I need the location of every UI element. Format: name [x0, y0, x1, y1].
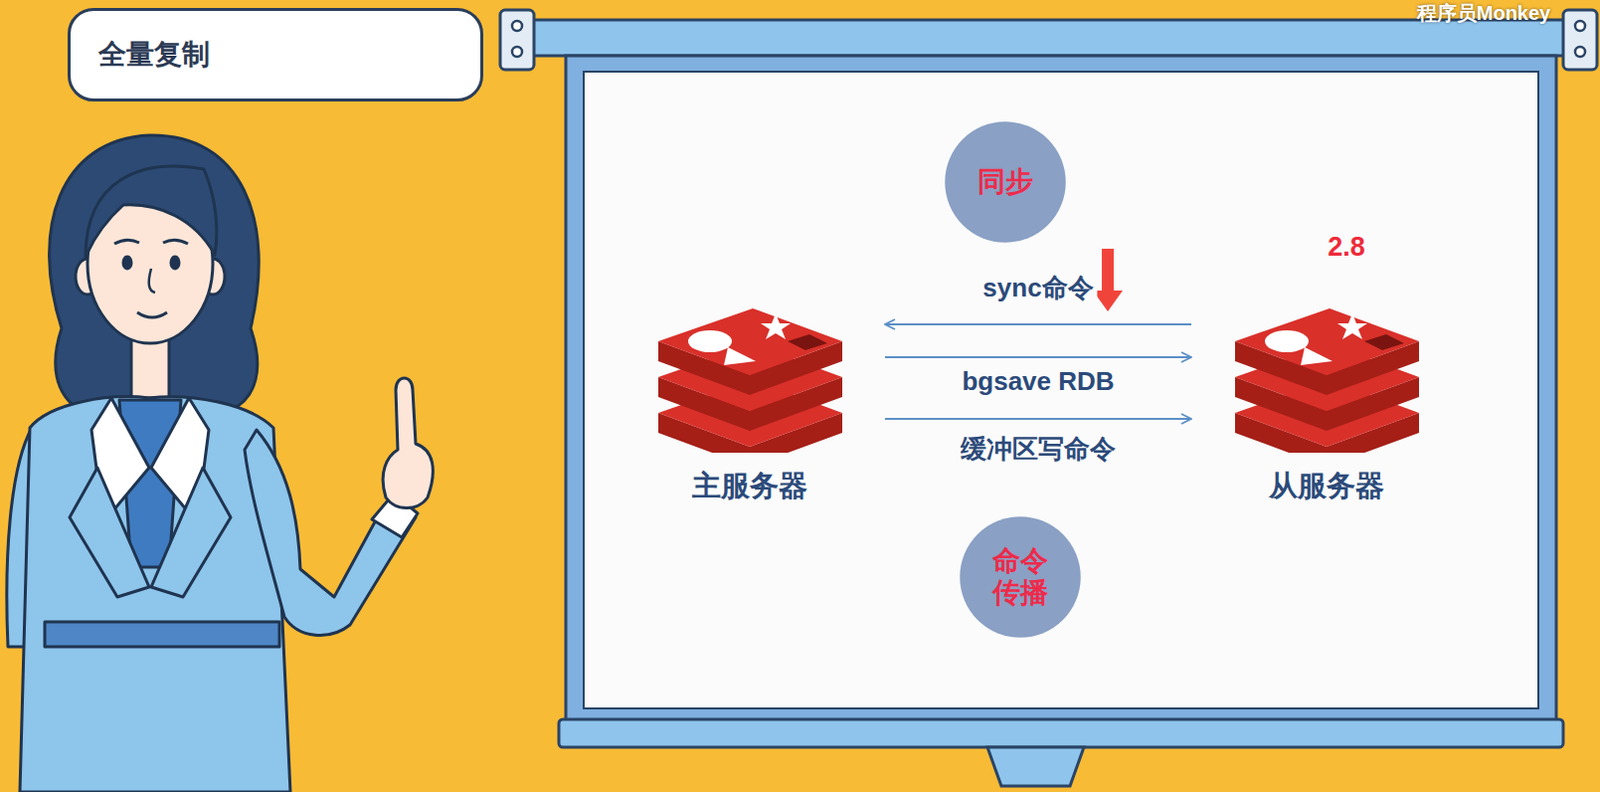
woman-illustration-part: [44, 621, 280, 647]
projector-part: [558, 718, 1564, 747]
redis-circle: [1264, 330, 1309, 353]
projector-part: [1563, 9, 1598, 70]
woman-illustration-part: [69, 467, 150, 597]
edge-label: 缓冲区写命令: [956, 431, 1120, 467]
edge-label: sync命令: [978, 270, 1097, 306]
server-label: 主服务器: [692, 466, 808, 507]
woman-illustration-part: [382, 377, 433, 509]
woman-illustration-part: [123, 256, 132, 269]
phase-circle: 命令传播: [958, 515, 1082, 639]
redis-circle: [688, 330, 732, 353]
woman-illustration-part: [149, 268, 156, 293]
redis-server-node: 主服务器: [635, 298, 865, 515]
redis-star: [1337, 313, 1368, 340]
title-box: 全量复制: [67, 7, 484, 102]
woman-illustration-part: [114, 239, 140, 244]
woman-illustration: [6, 135, 434, 792]
woman-illustration-part: [85, 166, 217, 257]
redis-layer-top: [1235, 308, 1420, 375]
redis-triangle: [723, 347, 756, 365]
replication-arrow: [885, 323, 1192, 326]
version-number: 2.8: [1327, 231, 1366, 263]
redis-layer-top: [658, 308, 843, 375]
circle-label: 同步: [977, 166, 1034, 198]
projector-part: [500, 9, 534, 70]
circle-fill: [944, 121, 1067, 243]
replication-arrow: [885, 417, 1192, 420]
server-label: 从服务器: [1268, 466, 1385, 507]
projector-part: [565, 55, 1557, 729]
redis-square: [787, 334, 828, 351]
projector-part: [1575, 46, 1586, 57]
projector-part: [512, 20, 523, 31]
redis-icon: [658, 303, 843, 453]
title-text: 全量复制: [98, 35, 210, 74]
projector-part: [527, 19, 1567, 56]
redis-icon: [1235, 303, 1420, 453]
circle-label: 命令传播: [991, 544, 1051, 609]
woman-illustration-part: [151, 467, 231, 597]
woman-illustration-part: [137, 312, 168, 318]
redis-server-node: 从服务器: [1212, 298, 1441, 515]
circle-fill: [959, 516, 1081, 638]
woman-illustration-part: [171, 256, 179, 269]
projector-part: [583, 71, 1539, 709]
redis-square: [1364, 334, 1405, 351]
edge-label: bgsave RDB: [957, 365, 1118, 397]
projector-part: [987, 746, 1084, 786]
redis-triangle: [1300, 347, 1333, 365]
redis-star: [760, 313, 791, 340]
phase-circle: 同步: [943, 120, 1067, 244]
projector-part: [512, 46, 523, 57]
replication-arrow: [885, 355, 1192, 358]
woman-illustration-part: [163, 239, 188, 244]
projector: [500, 9, 1598, 786]
woman-illustration-part: [49, 135, 260, 410]
watermark: 程序员Monkey: [1417, 0, 1551, 27]
projector-part: [1575, 20, 1586, 31]
